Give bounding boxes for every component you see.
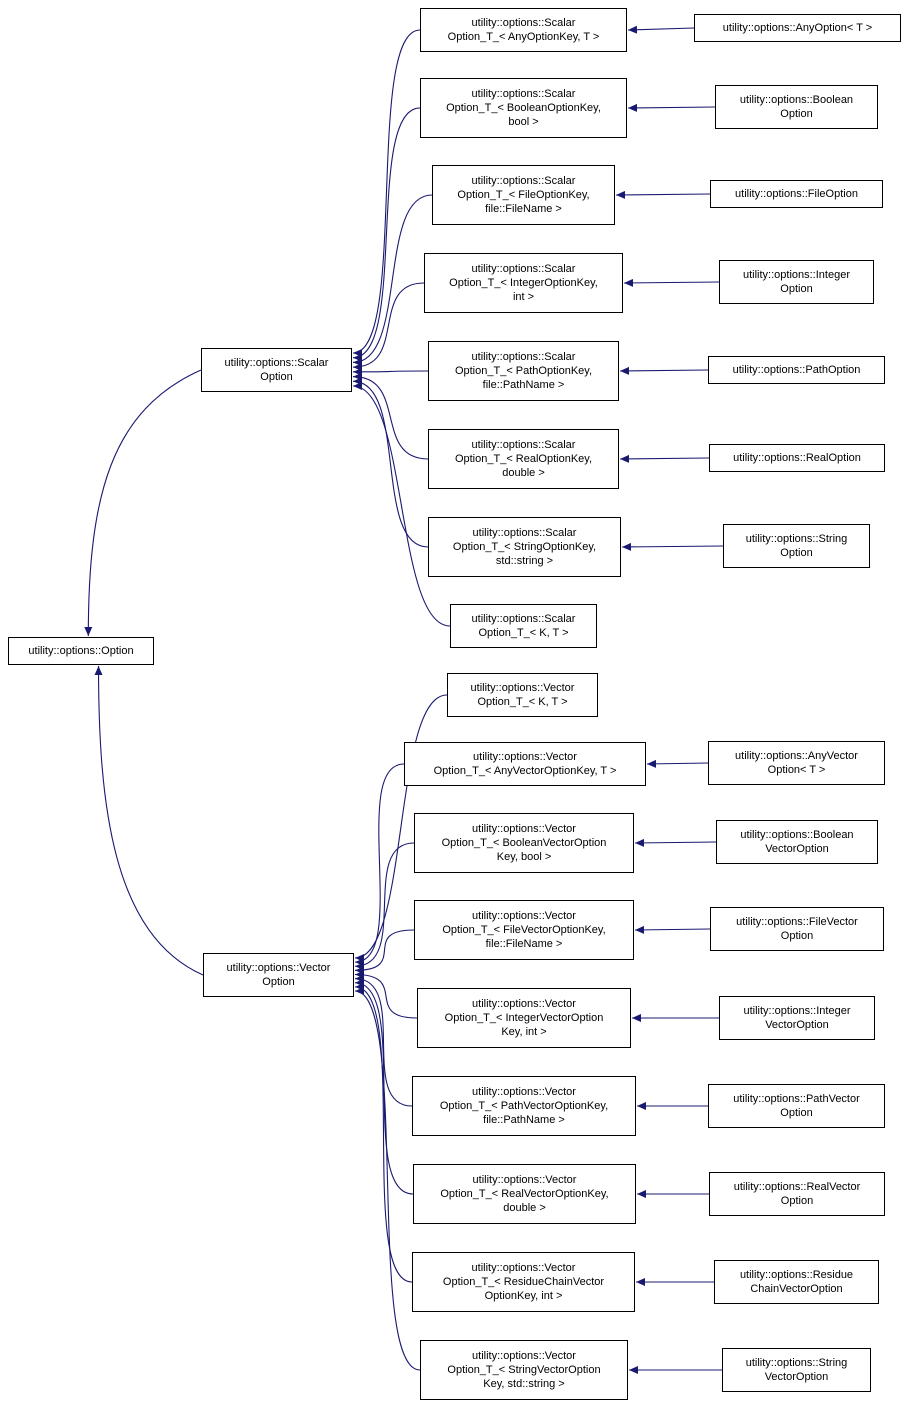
class-name: utility::options::Integer VectorOption <box>743 1005 851 1031</box>
class-name: utility::options::FileOption <box>735 188 858 200</box>
class-name: utility::options::Scalar Option <box>224 357 329 383</box>
class-name: utility::options::Vector Option_T_< Path… <box>439 1086 609 1126</box>
inheritance-arrow <box>646 759 709 768</box>
class-name: utility::options::String VectorOption <box>745 1357 848 1383</box>
class-name: utility::options::Vector Option_T_< Real… <box>440 1174 609 1214</box>
inheritance-arrow <box>627 103 716 112</box>
class-name: utility::options::FileVector Option <box>736 916 858 942</box>
class-name: utility::options::Vector Option_T_< Bool… <box>441 823 607 863</box>
inheritance-arrow <box>352 377 429 548</box>
inheritance-arrow <box>354 929 415 975</box>
class-name: utility::options::Vector Option_T_< Stri… <box>447 1350 601 1390</box>
class-name: utility::options::String Option <box>745 533 848 559</box>
inheritance-arrow <box>352 282 425 372</box>
class-name: utility::options::AnyVector Option< T > <box>735 750 858 776</box>
class-name: utility::options::Scalar Option_T_< Real… <box>454 439 593 479</box>
class-node-vector-option-t-anyvectoroptionkey[interactable]: utility::options::Vector Option_T_< AnyV… <box>404 742 646 786</box>
class-node-integervectoroption[interactable]: utility::options::Integer VectorOption <box>719 996 875 1040</box>
class-name: utility::options::Vector Option_T_< AnyV… <box>433 751 617 777</box>
inheritance-arrow <box>621 542 724 551</box>
class-name: utility::options::Boolean Option <box>739 94 854 120</box>
inheritance-arrow <box>615 190 711 199</box>
class-node-booleanvectoroption[interactable]: utility::options::Boolean VectorOption <box>716 820 878 864</box>
inheritance-arrow <box>634 838 717 847</box>
class-node-vector-option-t-filevectoroptionkey[interactable]: utility::options::Vector Option_T_< File… <box>414 900 634 960</box>
class-node-scalar-option-t-k-t[interactable]: utility::options::Scalar Option_T_< K, T… <box>450 604 597 648</box>
class-name: utility::options::Scalar Option_T_< AnyO… <box>447 17 600 43</box>
class-node-anyoption[interactable]: utility::options::AnyOption< T > <box>694 14 901 42</box>
class-node-pathvectoroption[interactable]: utility::options::PathVector Option <box>708 1084 885 1128</box>
class-name: utility::options::Residue ChainVectorOpt… <box>739 1269 854 1295</box>
inheritance-arrow <box>352 372 429 460</box>
class-node-filevectoroption[interactable]: utility::options::FileVector Option <box>710 907 884 951</box>
class-node-option[interactable]: utility::options::Option <box>8 637 154 665</box>
class-node-booleanoption[interactable]: utility::options::Boolean Option <box>715 85 878 129</box>
class-name: utility::options::Vector Option_T_< File… <box>442 910 606 950</box>
class-name: utility::options::Option <box>28 645 134 657</box>
inheritance-arrow <box>354 982 413 1283</box>
class-node-vector-option-t-realvectoroptionkey[interactable]: utility::options::Vector Option_T_< Real… <box>413 1164 636 1224</box>
inheritance-arrow <box>354 763 405 967</box>
inheritance-arrow <box>352 29 421 357</box>
class-name: utility::options::Scalar Option_T_< Stri… <box>452 527 597 567</box>
class-name: utility::options::AnyOption< T > <box>722 22 873 34</box>
class-node-scalar-option-t-pathoptionkey[interactable]: utility::options::Scalar Option_T_< Path… <box>428 341 619 401</box>
class-name: utility::options::RealOption <box>733 452 861 464</box>
class-name: utility::options::Scalar Option_T_< File… <box>457 175 590 215</box>
class-name: utility::options::Scalar Option_T_< Inte… <box>449 263 598 303</box>
class-node-vector-option-t-booleanvectoroptionkey[interactable]: utility::options::Vector Option_T_< Bool… <box>414 813 634 873</box>
class-node-vector-option-t-residuechainvectoroptionkey[interactable]: utility::options::Vector Option_T_< Resi… <box>412 1252 635 1312</box>
class-node-vector-option-t-k-t[interactable]: utility::options::Vector Option_T_< K, T… <box>447 673 598 717</box>
inheritance-arrow <box>354 987 421 1371</box>
class-node-vector-option[interactable]: utility::options::Vector Option <box>203 953 354 997</box>
inheritance-arrow <box>94 665 204 976</box>
class-node-realvectoroption[interactable]: utility::options::RealVector Option <box>709 1172 885 1216</box>
class-name: utility::options::Scalar Option_T_< K, T… <box>471 613 576 639</box>
inheritance-arrow <box>354 694 448 962</box>
class-node-stringoption[interactable]: utility::options::String Option <box>723 524 870 568</box>
inheritance-arrow <box>354 970 418 1019</box>
class-name: utility::options::Vector Option_T_< K, T… <box>470 682 575 708</box>
class-node-scalar-option-t-fileoptionkey[interactable]: utility::options::Scalar Option_T_< File… <box>432 165 615 225</box>
inheritance-arrow <box>352 382 451 627</box>
inheritance-arrow <box>634 925 711 934</box>
class-node-stringvectoroption[interactable]: utility::options::String VectorOption <box>722 1348 871 1392</box>
class-name: utility::options::RealVector Option <box>733 1181 861 1207</box>
inheritance-arrow <box>627 25 695 34</box>
class-name: utility::options::Vector Option_T_< Inte… <box>444 998 604 1038</box>
inheritance-arrow <box>619 366 709 375</box>
class-node-realoption[interactable]: utility::options::RealOption <box>709 444 885 472</box>
class-name: utility::options::Scalar Option_T_< Path… <box>454 351 593 391</box>
class-node-vector-option-t-integervectoroptionkey[interactable]: utility::options::Vector Option_T_< Inte… <box>417 988 631 1048</box>
class-name: utility::options::Integer Option <box>742 269 850 295</box>
inheritance-arrow <box>354 842 415 971</box>
class-name: utility::options::Boolean VectorOption <box>740 829 854 855</box>
class-node-scalar-option-t-realoptionkey[interactable]: utility::options::Scalar Option_T_< Real… <box>428 429 619 489</box>
class-node-scalar-option[interactable]: utility::options::Scalar Option <box>201 348 352 392</box>
class-node-integeroption[interactable]: utility::options::Integer Option <box>719 260 874 304</box>
class-name: utility::options::PathVector Option <box>733 1093 860 1119</box>
class-node-vector-option-t-pathvectoroptionkey[interactable]: utility::options::Vector Option_T_< Path… <box>412 1076 636 1136</box>
class-node-scalar-option-t-anyoptionkey[interactable]: utility::options::Scalar Option_T_< AnyO… <box>420 8 627 52</box>
class-name: utility::options::Scalar Option_T_< Bool… <box>446 88 601 128</box>
class-node-fileoption[interactable]: utility::options::FileOption <box>710 180 883 208</box>
class-node-scalar-option-t-stringoptionkey[interactable]: utility::options::Scalar Option_T_< Stri… <box>428 517 621 577</box>
class-node-scalar-option-t-integeroptionkey[interactable]: utility::options::Scalar Option_T_< Inte… <box>424 253 623 313</box>
class-node-vector-option-t-stringvectoroptionkey[interactable]: utility::options::Vector Option_T_< Stri… <box>420 1340 628 1400</box>
inheritance-arrow <box>619 454 710 463</box>
class-name: utility::options::Vector Option <box>226 962 331 988</box>
class-node-anyvectoroption[interactable]: utility::options::AnyVector Option< T > <box>708 741 885 785</box>
inheritance-arrow <box>352 367 429 376</box>
class-node-scalar-option-t-booleanoptionkey[interactable]: utility::options::Scalar Option_T_< Bool… <box>420 78 627 138</box>
class-name: utility::options::Vector Option_T_< Resi… <box>442 1262 605 1302</box>
class-node-residuechainvectoroption[interactable]: utility::options::Residue ChainVectorOpt… <box>714 1260 879 1304</box>
class-name: utility::options::PathOption <box>732 364 861 376</box>
inheritance-arrow <box>84 369 202 637</box>
class-node-pathoption[interactable]: utility::options::PathOption <box>708 356 885 384</box>
inheritance-arrow <box>352 194 433 367</box>
inheritance-arrow <box>623 278 720 287</box>
inheritance-arrow <box>352 107 421 362</box>
inheritance-arrow <box>354 974 413 1107</box>
